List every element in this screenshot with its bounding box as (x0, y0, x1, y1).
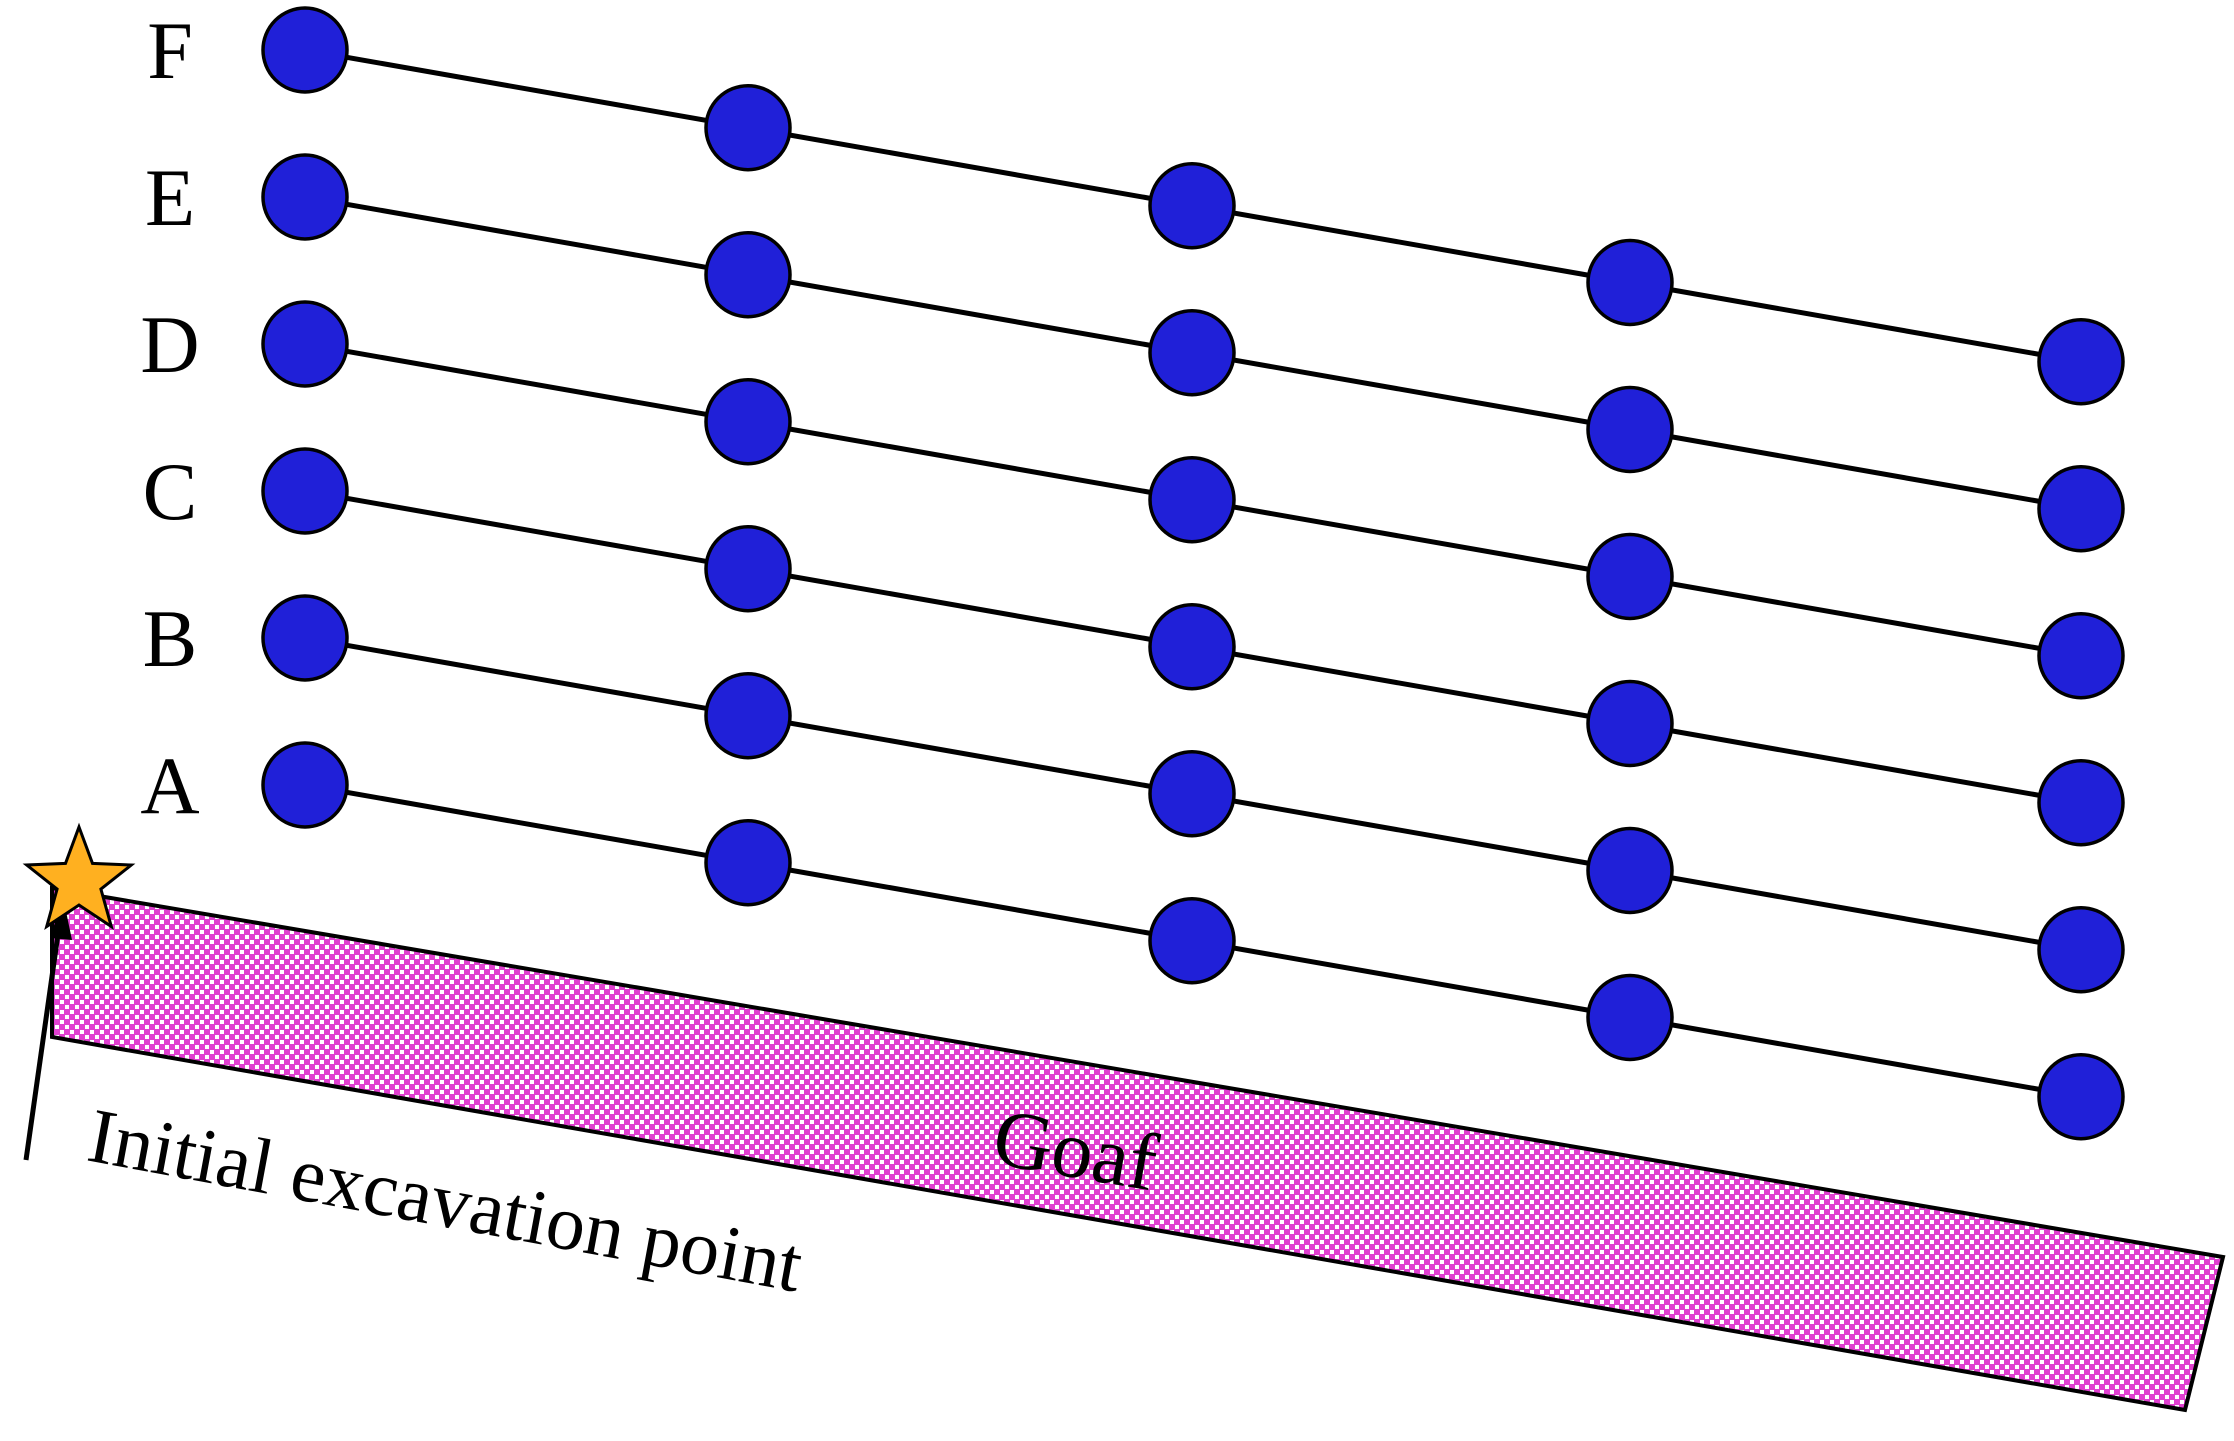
monitoring-point (1586, 385, 1674, 474)
row-e: E (145, 152, 2125, 553)
monitoring-point (704, 818, 792, 907)
monitoring-point (704, 524, 792, 613)
monitoring-point (1586, 973, 1674, 1062)
row-f: F (147, 5, 2125, 406)
row-label: A (140, 740, 199, 831)
monitoring-point (1148, 602, 1236, 691)
row-label: F (147, 5, 193, 96)
monitoring-point (2037, 758, 2125, 847)
row-label: E (145, 152, 195, 243)
monitoring-point (1586, 532, 1674, 621)
monitoring-point (261, 741, 349, 829)
monitoring-point (704, 230, 792, 319)
monitoring-point (704, 377, 792, 466)
row-label: D (140, 299, 199, 390)
monitoring-point (1148, 749, 1236, 838)
monitoring-point (1148, 161, 1236, 250)
row-a: A (140, 740, 2125, 1141)
monitoring-point (261, 6, 349, 94)
row-c: C (143, 446, 2125, 847)
monitoring-point (2037, 905, 2125, 994)
monitoring-point (2037, 464, 2125, 553)
monitoring-point (2037, 611, 2125, 700)
monitoring-point (704, 671, 792, 760)
monitoring-point (1586, 679, 1674, 768)
monitoring-point (1148, 308, 1236, 397)
monitoring-point (261, 153, 349, 241)
monitoring-point (1148, 896, 1236, 985)
monitoring-point (704, 83, 792, 172)
star-icon (22, 822, 136, 930)
monitoring-point (1586, 238, 1674, 327)
excavation-arrow-shaft (23, 919, 63, 1161)
monitoring-point (1148, 455, 1236, 544)
monitoring-point (261, 300, 349, 388)
row-b: B (143, 593, 2125, 994)
monitoring-point (2037, 317, 2125, 406)
row-d: D (140, 299, 2125, 700)
monitoring-point (2037, 1052, 2125, 1141)
row-label: C (143, 446, 198, 537)
monitoring-point (261, 447, 349, 535)
monitoring-point (1586, 826, 1674, 915)
row-label: B (143, 593, 198, 684)
monitoring-point (261, 594, 349, 682)
